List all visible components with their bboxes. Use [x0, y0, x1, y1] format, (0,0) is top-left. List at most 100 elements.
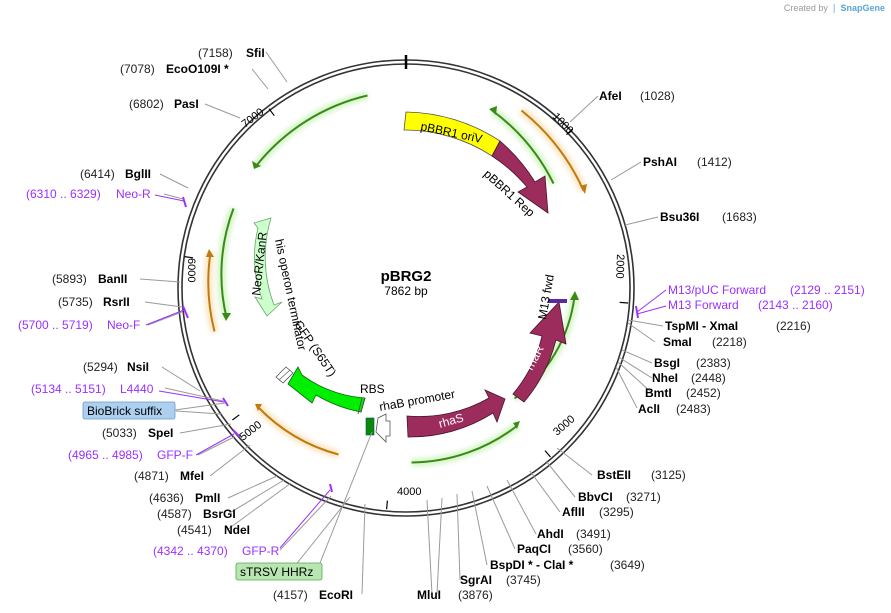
site-name: BanII: [98, 272, 127, 286]
site-name: MluI: [417, 588, 441, 602]
site-name: NheI: [652, 371, 678, 385]
strsv-hhrz-label: sTRSV HHRz: [240, 565, 313, 579]
site-num: (4541): [177, 523, 212, 537]
site-name: PaqCI: [517, 542, 551, 556]
gfp-f-marker: [232, 429, 241, 438]
neo-r-marker: [182, 196, 187, 208]
site-name: SgrAI: [460, 573, 492, 587]
orf-arrowhead-icon: [206, 249, 214, 257]
site-sgrai[interactable]: SgrAI (3745): [460, 573, 541, 587]
primer-neo-r[interactable]: (6310 .. 6329)Neo-R: [26, 187, 151, 201]
site-afei[interactable]: AfeI(1028): [599, 89, 675, 103]
promoter-arrow-icon: [375, 413, 391, 443]
orf-arc-2: [520, 109, 585, 191]
site-banii[interactable]: (5893)BanII: [52, 272, 127, 286]
site-bglii[interactable]: (6414)BglII: [80, 167, 151, 181]
site-name: BstEII: [597, 468, 631, 482]
site-num: (3125): [651, 468, 686, 482]
primer-l4440[interactable]: (5134 .. 5151)L4440: [31, 382, 154, 396]
site-pasi[interactable]: (6802)PasI: [129, 97, 199, 111]
site-num: (4587): [157, 507, 192, 521]
site-spei[interactable]: (5033)SpeI: [102, 426, 173, 440]
site-name: SmaI: [663, 335, 692, 349]
site-ahdi[interactable]: AhdI(3491): [537, 527, 611, 541]
site-num: (5294): [83, 360, 118, 374]
site-nsii[interactable]: (5294)NsiI: [83, 360, 149, 374]
site-num: (4157): [273, 588, 308, 602]
primer-name: GFP-F: [157, 448, 193, 462]
site-name: Bsu36I: [660, 210, 699, 224]
site-name: BmtI: [645, 386, 672, 400]
site-num: (7078): [120, 62, 155, 76]
tick-label-2000: 2000: [613, 254, 626, 279]
site-bbvci[interactable]: BbvCI(3271): [578, 490, 661, 504]
orf-arrowhead-icon: [222, 313, 231, 321]
site-num: (2383): [696, 356, 731, 370]
primer-gfp-r[interactable]: (4342 .. 4370)GFP-R: [153, 544, 280, 558]
site-num: (7158): [198, 46, 233, 60]
orf-arrowhead-icon: [580, 184, 587, 194]
site-aflii[interactable]: AflII(3295): [562, 505, 634, 519]
site-bsrgi[interactable]: (4587)BsrGI: [157, 507, 236, 521]
site-ecoo109i[interactable]: (7078)EcoO109I *: [120, 62, 229, 76]
biobrick-suffix-box[interactable]: BioBrick suffix: [82, 401, 176, 420]
feature-pbbr1-oriv[interactable]: pBBR1 oriV: [403, 111, 501, 157]
site-rsrii[interactable]: (5735)RsrII: [58, 295, 130, 309]
primer-name: M13 Forward: [668, 298, 739, 312]
site-ndei[interactable]: (4541)NdeI: [177, 523, 250, 537]
site-mfei[interactable]: (4871)MfeI: [134, 469, 204, 483]
credit-brand: SnapGene: [840, 3, 885, 13]
site-name: TspMI - XmaI: [665, 319, 738, 333]
site-name: SpeI: [148, 426, 173, 440]
site-num: (1683): [722, 210, 757, 224]
primer-name: M13/pUC Forward: [668, 283, 766, 297]
orf-arc-6: [207, 252, 216, 332]
site-bmti[interactable]: BmtI(2452): [645, 386, 721, 400]
feature-rbs[interactable]: RBS: [360, 382, 385, 436]
site-sfii[interactable]: (7158)SfiI: [198, 46, 265, 60]
site-num: (3745): [506, 573, 541, 587]
site-num: (3876): [458, 588, 493, 602]
site-leader-lines: [139, 51, 366, 595]
site-bsgi[interactable]: BsgI(2383): [654, 356, 731, 370]
site-name: MfeI: [180, 469, 204, 483]
site-bsu36i[interactable]: Bsu36I (1683): [660, 210, 757, 224]
credit-prefix: Created by: [783, 3, 828, 13]
site-smai[interactable]: SmaI(2218): [663, 335, 747, 349]
site-bsteii[interactable]: BstEII (3125): [597, 468, 686, 482]
primer-m13-forward[interactable]: M13 Forward(2143 .. 2160): [668, 298, 833, 312]
site-name: AfeI: [599, 89, 622, 103]
m13-fwd-primer-bar: [548, 299, 567, 303]
primer-range: (4965 .. 4985): [68, 448, 143, 462]
site-tspmi-xmai[interactable]: TspMI - XmaI(2216): [665, 319, 811, 333]
strsv-hhrz-box[interactable]: sTRSV HHRz: [235, 562, 323, 581]
site-acli[interactable]: AclI(2483): [638, 402, 711, 416]
primer-labels: (6310 .. 6329)Neo-R (5700 .. 5719)Neo-F …: [18, 187, 865, 558]
site-num: (1412): [697, 155, 732, 169]
site-paqci[interactable]: PaqCI (3560): [517, 542, 603, 556]
site-pmli[interactable]: (4636)PmlI: [149, 491, 220, 505]
feature-his-terminator[interactable]: his operon terminator: [272, 238, 309, 384]
primer-neo-f[interactable]: (5700 .. 5719)Neo-F: [18, 318, 140, 332]
site-bspdi-clai[interactable]: BspDI * - ClaI *(3649): [490, 558, 645, 572]
tick-3000: [544, 450, 551, 458]
primer-range: (5134 .. 5151): [31, 382, 106, 396]
site-pshai[interactable]: PshAI (1412): [643, 155, 732, 169]
primer-m13-puc-forward[interactable]: M13/pUC Forward(2129 .. 2151): [668, 283, 865, 297]
site-num: (3649): [610, 558, 645, 572]
site-name: BbvCI: [578, 490, 613, 504]
site-name: PshAI: [643, 155, 677, 169]
feature-rhas[interactable]: rhaS: [406, 389, 506, 438]
tick-5000: [232, 414, 240, 421]
feature-neor[interactable]: NeoR/KanR: [249, 217, 283, 317]
site-ecori[interactable]: (4157)EcoRI: [273, 588, 353, 602]
site-nhei[interactable]: NheI(2448): [652, 371, 726, 385]
primer-gfp-f[interactable]: (4965 .. 4985) GFP-F: [68, 448, 193, 462]
site-num: (3560): [568, 542, 603, 556]
rhas-shape: [406, 389, 506, 438]
restriction-sites-right: MluI (3876) SgrAI (3745) BspDI * - ClaI *(…: [417, 89, 811, 602]
site-mlui[interactable]: MluI (3876): [417, 588, 493, 602]
orf-arc-1: [492, 110, 555, 184]
orf-arrowhead-icon: [513, 421, 520, 429]
primer-name: Neo-R: [116, 187, 151, 201]
